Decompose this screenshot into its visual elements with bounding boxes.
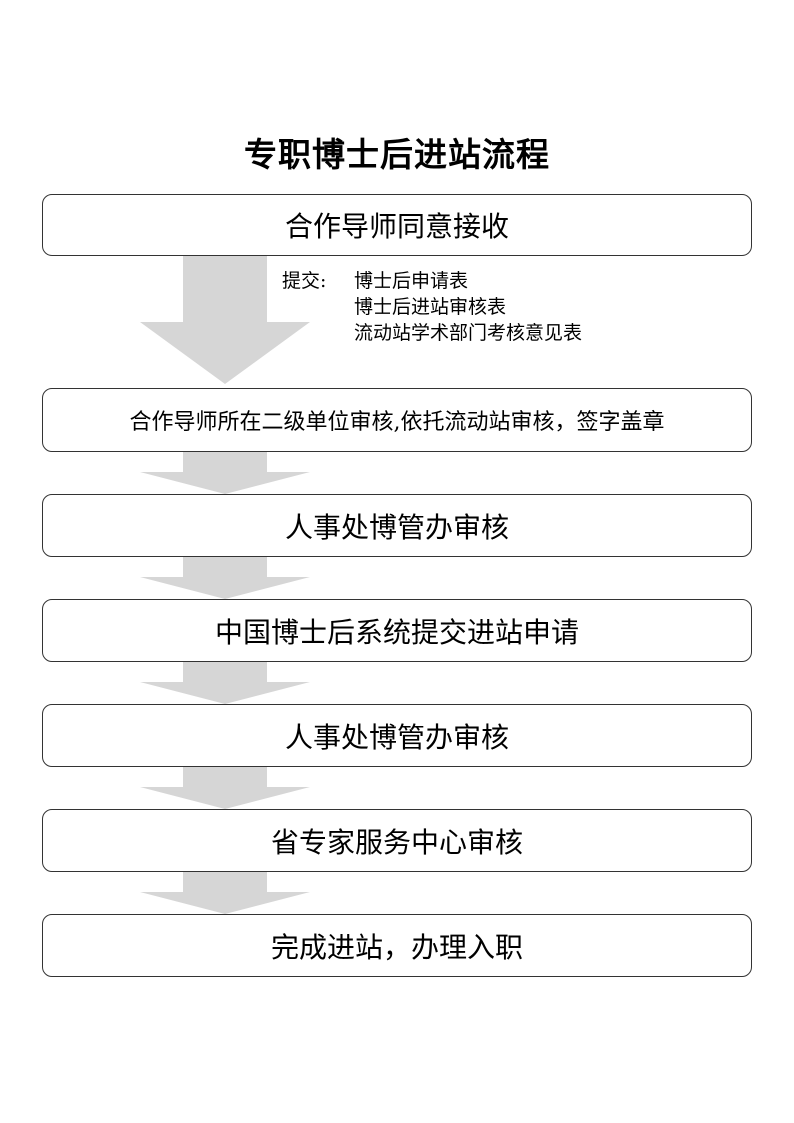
step-4-box: 中国博士后系统提交进站申请 [42, 599, 752, 662]
big-down-arrow-icon [140, 256, 310, 384]
submit-note: 提交: 博士后申请表 博士后进站审核表 流动站学术部门考核意见表 [282, 268, 582, 346]
step-1-box: 合作导师同意接收 [42, 194, 752, 256]
down-arrow-icon [140, 872, 310, 914]
down-arrow-icon [140, 557, 310, 599]
step-6-box: 省专家服务中心审核 [42, 809, 752, 872]
note-item: 流动站学术部门考核意见表 [354, 322, 583, 344]
step-5-box: 人事处博管办审核 [42, 704, 752, 767]
down-arrow-icon [140, 452, 310, 494]
step-3-box: 人事处博管办审核 [42, 494, 752, 557]
step-7-box: 完成进站，办理入职 [42, 914, 752, 977]
note-item: 博士后申请表 [354, 270, 469, 292]
down-arrow-icon [140, 662, 310, 704]
note-label: 提交: [282, 270, 327, 292]
page-title: 专职博士后进站流程 [244, 135, 550, 174]
note-item: 博士后进站审核表 [354, 296, 507, 318]
step-2-box: 合作导师所在二级单位审核,依托流动站审核，签字盖章 [42, 388, 752, 452]
down-arrow-icon [140, 767, 310, 809]
